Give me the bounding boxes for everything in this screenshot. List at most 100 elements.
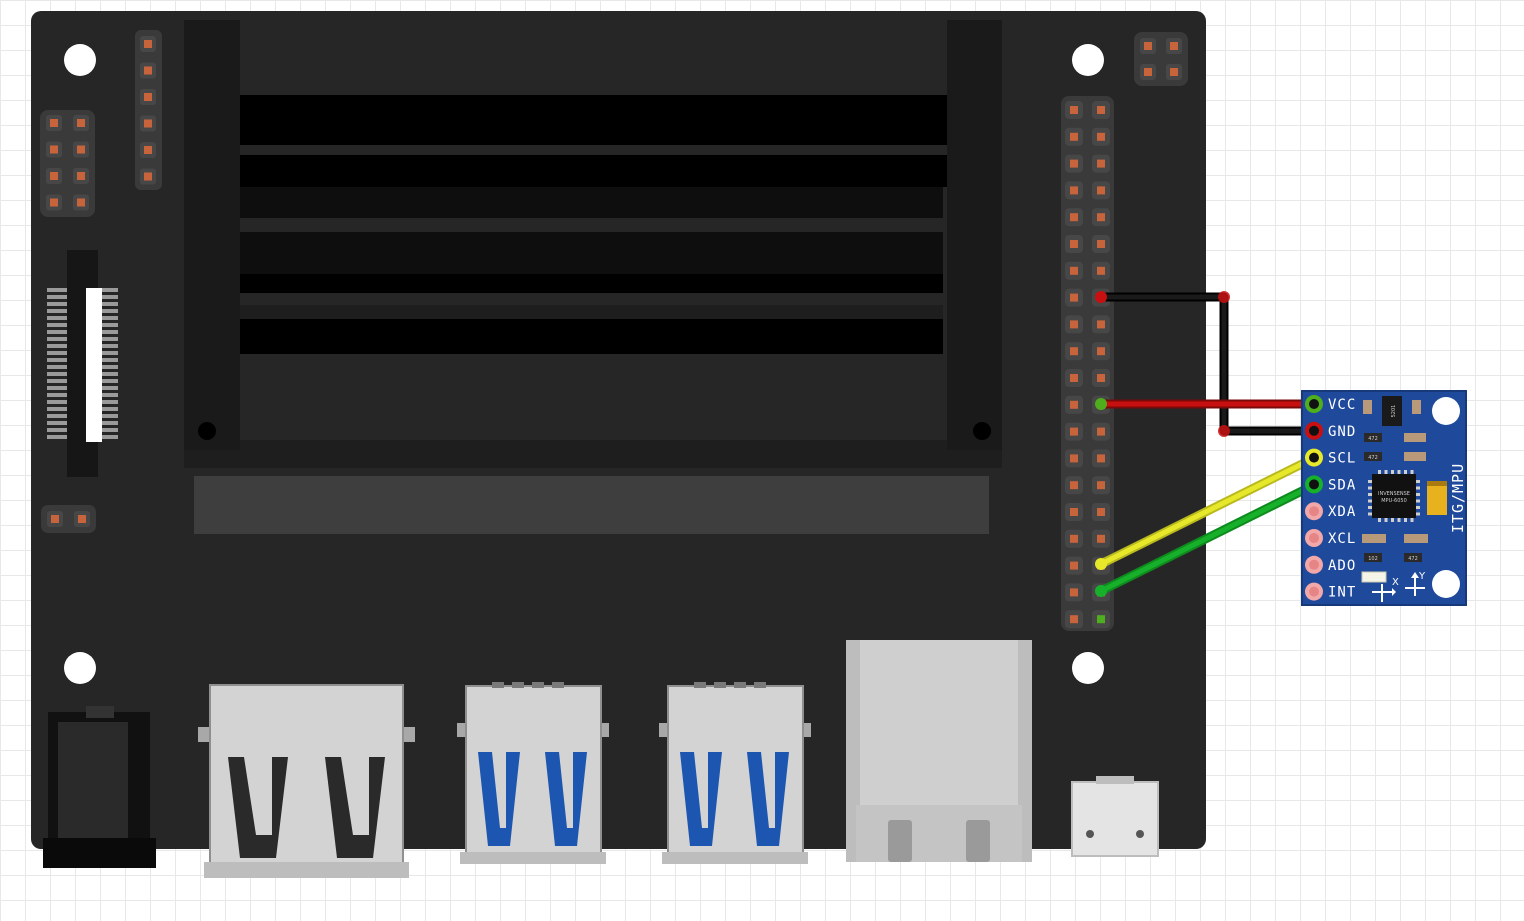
ribbon-contact-left xyxy=(47,309,67,313)
chip-leg xyxy=(1416,493,1420,496)
ribbon-contact-left xyxy=(47,407,67,411)
capacitor-low-2 xyxy=(1404,534,1428,543)
wire-end-gnd-board xyxy=(1095,291,1107,303)
chip-leg xyxy=(1368,486,1372,490)
header2x4-pin-1 xyxy=(50,119,58,127)
regulator-label: 5201 xyxy=(1391,405,1397,418)
ribbon-contact-left xyxy=(47,316,67,320)
module-pin-label-sda: SDA xyxy=(1328,477,1356,493)
usb3-port-b xyxy=(659,682,811,864)
header-2x2-pads xyxy=(1140,38,1182,80)
ribbon-contact-left xyxy=(47,288,67,292)
module-pin-label-gnd: GND xyxy=(1328,424,1356,440)
chip-leg xyxy=(1416,486,1420,490)
ribbon-contact-left xyxy=(47,344,67,348)
capacitor-top-right xyxy=(1412,400,1421,414)
camera-ribbon-connector xyxy=(47,250,118,477)
capacitor-mid-2 xyxy=(1404,452,1426,461)
usb2-dual-port xyxy=(198,684,415,878)
chip-leg xyxy=(1368,499,1372,503)
gpio-pin-30 xyxy=(1097,481,1105,490)
module-pin-label-xda: XDA xyxy=(1328,504,1356,520)
ribbon-contact-left xyxy=(47,428,67,432)
axis-x-label: X xyxy=(1392,577,1399,588)
resistor-r4: 472 xyxy=(1404,553,1422,562)
module-mount-hole-bottom xyxy=(1432,570,1460,598)
module-pin-gnd xyxy=(1309,425,1319,436)
chip-leg xyxy=(1416,499,1420,503)
header2x4-pin-8 xyxy=(77,198,85,207)
voltage-regulator: 5201 xyxy=(1382,396,1402,426)
mounting-hole-bottom-right xyxy=(1072,652,1104,684)
ribbon-contact-right xyxy=(102,323,118,327)
chip-leg xyxy=(1384,518,1388,522)
ribbon-contact-right xyxy=(102,358,118,362)
wire-gnd-bend-bottom xyxy=(1218,425,1230,437)
header-2pin-pads xyxy=(47,511,90,527)
ribbon-contact-left xyxy=(47,295,67,299)
axis-y-label: Y xyxy=(1418,571,1426,582)
header2x4-pin-3 xyxy=(50,145,58,154)
chip-leg xyxy=(1378,470,1381,474)
resistor-r2-code: 472 xyxy=(1368,455,1378,461)
header-2x4 xyxy=(40,110,95,217)
gpio-pin-34 xyxy=(1097,534,1105,543)
module-pin-xda xyxy=(1309,506,1319,517)
ribbon-contact-left xyxy=(47,435,67,439)
chip-leg xyxy=(1391,470,1394,474)
header2x2-pin-4 xyxy=(1170,68,1178,76)
module-mount-hole-top xyxy=(1432,397,1460,425)
gpio-pin-9 xyxy=(1070,213,1078,222)
resistor-r1: 472 xyxy=(1364,433,1382,442)
gpio-pin-18 xyxy=(1097,320,1105,329)
chip-leg xyxy=(1410,470,1414,474)
header2x2-pin-1 xyxy=(1144,42,1152,50)
ribbon-contact-right xyxy=(102,400,118,404)
resistor-r2: 472 xyxy=(1364,452,1382,461)
mounting-hole-top-right xyxy=(1072,44,1104,76)
ribbon-contact-left xyxy=(47,421,67,425)
capacitor-top-left xyxy=(1363,400,1372,414)
ribbon-contact-right xyxy=(102,337,118,341)
chip-leg xyxy=(1378,518,1381,522)
header-2x4-pads xyxy=(46,115,89,211)
header2x4-pin-7 xyxy=(50,198,58,207)
wire-gnd-core xyxy=(1101,294,1314,434)
header2x4-pin-5 xyxy=(50,172,58,180)
gpio-pin-1 xyxy=(1070,106,1078,114)
gpio-pin-39 xyxy=(1070,615,1078,624)
gpio-pin-22 xyxy=(1097,374,1105,382)
module-pin-label-vcc: VCC xyxy=(1328,397,1356,413)
module-pin-int xyxy=(1309,586,1319,597)
chip-leg xyxy=(1397,518,1401,522)
gpio-pin-21 xyxy=(1070,374,1078,382)
header2x2-pin-3 xyxy=(1144,68,1152,76)
wire-scl-core xyxy=(1098,455,1317,567)
gpio-pin-3 xyxy=(1070,132,1078,141)
ribbon-contact-left xyxy=(47,330,67,334)
gpio-pin-5 xyxy=(1070,159,1078,168)
ribbon-contact-right xyxy=(102,372,118,376)
ribbon-contact-right xyxy=(102,421,118,425)
gpio-pin-32 xyxy=(1097,508,1105,516)
ribbon-contact-left xyxy=(47,400,67,404)
header6-pin-5 xyxy=(144,146,152,154)
chip-leg xyxy=(1416,480,1420,483)
header6-pin-4 xyxy=(144,119,152,128)
chip-label-part: MPU-6050 xyxy=(1381,498,1407,504)
ribbon-contact-right xyxy=(102,435,118,439)
som-screw-left xyxy=(198,422,216,440)
ribbon-contact-left xyxy=(47,337,67,341)
ribbon-contact-left xyxy=(47,414,67,418)
gpio-pin-12 xyxy=(1097,240,1105,248)
header6-pin-6 xyxy=(144,172,152,181)
som-edge-connector xyxy=(194,476,989,534)
mounting-hole-bottom-left xyxy=(64,652,96,684)
axis-x-icon: X xyxy=(1372,577,1399,602)
module-pin-label-ado: ADO xyxy=(1328,558,1356,574)
gpio-header-40pin xyxy=(1061,96,1114,631)
ribbon-contact-right xyxy=(102,316,118,320)
chip-leg xyxy=(1368,480,1372,483)
chip-leg xyxy=(1410,518,1414,522)
